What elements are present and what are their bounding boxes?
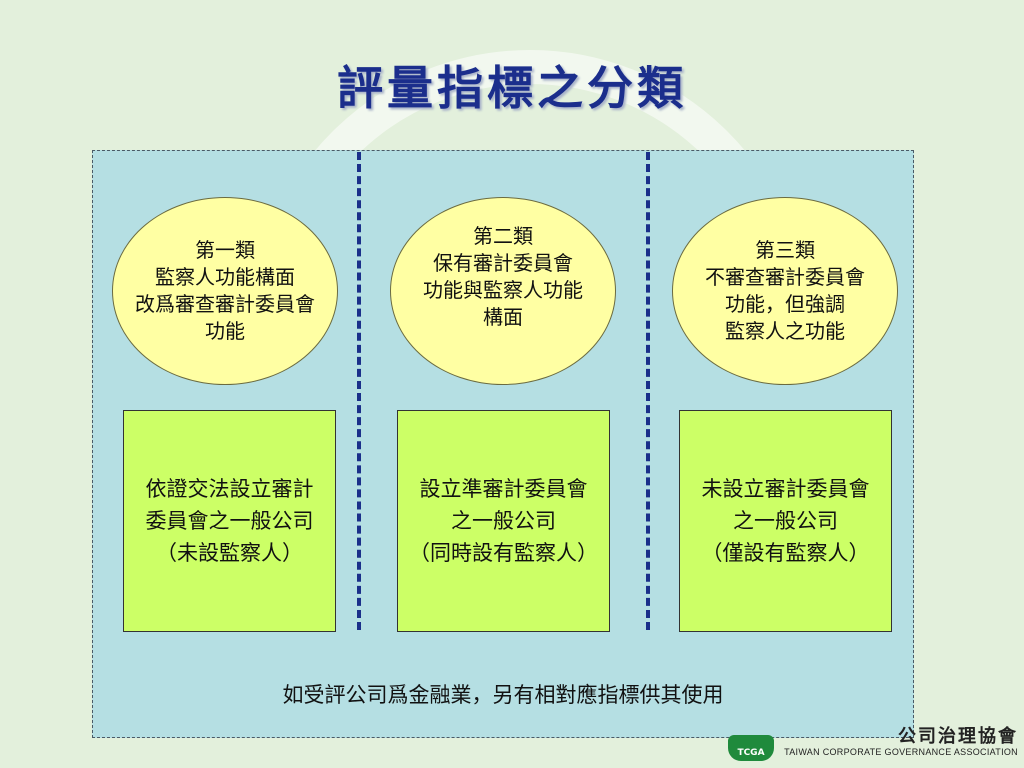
company-text-3: 未設立審計委員會 之一般公司 （僅設有監察人） xyxy=(702,473,870,569)
category-text-1: 第一類 監察人功能構面 改爲審查審計委員會 功能 xyxy=(135,237,315,345)
company-line: 依證交法設立審計 xyxy=(145,477,314,501)
company-text-1: 依證交法設立審計 委員會之一般公司 （未設監察人） xyxy=(146,473,314,569)
category-line: 第二類 xyxy=(473,224,533,248)
company-line: 委員會之一般公司 xyxy=(145,509,314,533)
category-line: 功能與監察人功能 xyxy=(423,278,583,302)
company-line: （未設監察人） xyxy=(156,541,303,565)
company-box-3: 未設立審計委員會 之一般公司 （僅設有監察人） xyxy=(679,410,892,632)
category-text-3: 第三類 不審查審計委員會 功能，但強調 監察人之功能 xyxy=(705,237,865,345)
category-line: 功能，但強調 xyxy=(725,292,845,316)
company-box-1: 依證交法設立審計 委員會之一般公司 （未設監察人） xyxy=(123,410,336,632)
company-line: 設立準審計委員會 xyxy=(419,477,588,501)
company-line: 之一般公司 xyxy=(733,509,838,533)
category-oval-3: 第三類 不審查審計委員會 功能，但強調 監察人之功能 xyxy=(672,197,898,385)
category-line: 第三類 xyxy=(755,238,815,262)
column-divider-2 xyxy=(646,152,650,630)
category-line: 功能 xyxy=(205,319,245,343)
category-oval-1: 第一類 監察人功能構面 改爲審查審計委員會 功能 xyxy=(112,197,338,385)
tcga-logo: TCGA 公司治理協會 TAIWAN CORPORATE GOVERNANCE … xyxy=(728,720,1024,768)
category-line: 保有審計委員會 xyxy=(433,251,573,275)
company-line: （僅設有監察人） xyxy=(701,541,870,565)
slide-title: 評量指標之分類 xyxy=(337,61,687,115)
tcga-emblem-icon: TCGA xyxy=(728,735,774,761)
category-line: 改爲審查審計委員會 xyxy=(135,292,315,316)
financial-industry-note: 如受評公司爲金融業，另有相對應指標供其使用 xyxy=(282,683,724,707)
company-line: 之一般公司 xyxy=(451,509,556,533)
column-divider-1 xyxy=(357,152,361,630)
category-line: 構面 xyxy=(483,305,523,329)
company-box-2: 設立準審計委員會 之一般公司 （同時設有監察人） xyxy=(397,410,610,632)
category-text-2: 第二類 保有審計委員會 功能與監察人功能 構面 xyxy=(423,223,583,331)
company-line: （同時設有監察人） xyxy=(409,541,598,565)
category-line: 不審查審計委員會 xyxy=(705,265,865,289)
company-line: 未設立審計委員會 xyxy=(701,477,870,501)
category-line: 監察人之功能 xyxy=(725,319,845,343)
category-line: 第一類 xyxy=(195,238,255,262)
logo-english-name: TAIWAN CORPORATE GOVERNANCE ASSOCIATION xyxy=(784,747,1018,757)
company-text-2: 設立準審計委員會 之一般公司 （同時設有監察人） xyxy=(409,473,598,569)
category-line: 監察人功能構面 xyxy=(155,265,295,289)
logo-chinese-name: 公司治理協會 xyxy=(898,726,1018,747)
category-oval-2: 第二類 保有審計委員會 功能與監察人功能 構面 xyxy=(390,197,616,385)
